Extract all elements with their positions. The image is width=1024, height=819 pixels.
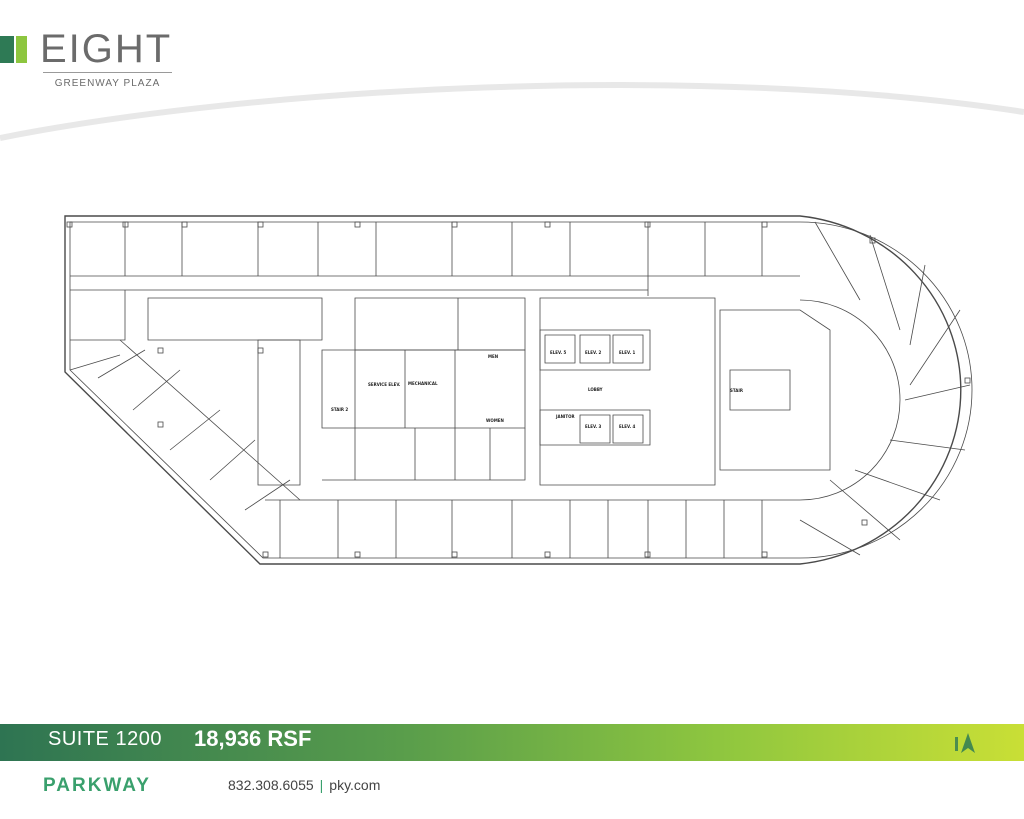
suite-number: SUITE 1200 [48, 728, 162, 750]
room-label-men: MEN [488, 354, 498, 359]
floor-plan: MEN WOMEN LOBBY JANITOR MECHANICAL SERVI… [64, 215, 973, 565]
website-link[interactable]: pky.com [329, 777, 381, 793]
brand-logo: PARKWAY [43, 775, 151, 796]
room-label-janitor: JANITOR [555, 414, 575, 419]
room-label-mechanical: MECHANICAL [408, 381, 438, 386]
north-arrow-icon [955, 733, 975, 753]
room-label-service-elev: SERVICE ELEV. [368, 382, 401, 387]
phone-number: 832.308.6055 [228, 777, 314, 793]
logo-divider [43, 72, 172, 73]
room-label-elev-3: ELEV. 3 [585, 424, 602, 429]
room-label-elev-1: ELEV. 1 [619, 350, 636, 355]
logo-title: EIGHT [40, 27, 173, 71]
room-label-lobby: LOBBY [588, 387, 603, 392]
room-label-elev-5: ELEV. 5 [550, 350, 567, 355]
contact-line: 832.308.6055 | pky.com [228, 777, 380, 793]
logo-mark-dark [0, 36, 14, 63]
room-label-women: WOMEN [486, 418, 504, 423]
room-label-elev-2: ELEV. 2 [585, 350, 602, 355]
header-swoosh [0, 82, 1024, 150]
room-label-stair: STAIR [730, 388, 743, 393]
suite-rsf: 18,936 RSF [194, 726, 312, 751]
suite-banner: SUITE 1200 18,936 RSF [0, 724, 1024, 761]
room-label-stair-2: STAIR 2 [331, 407, 348, 412]
contact-separator: | [319, 777, 324, 793]
room-label-elev-4: ELEV. 4 [619, 424, 636, 429]
logo-subtitle: GREENWAY PLAZA [54, 78, 161, 89]
logo-mark-light [16, 36, 27, 63]
